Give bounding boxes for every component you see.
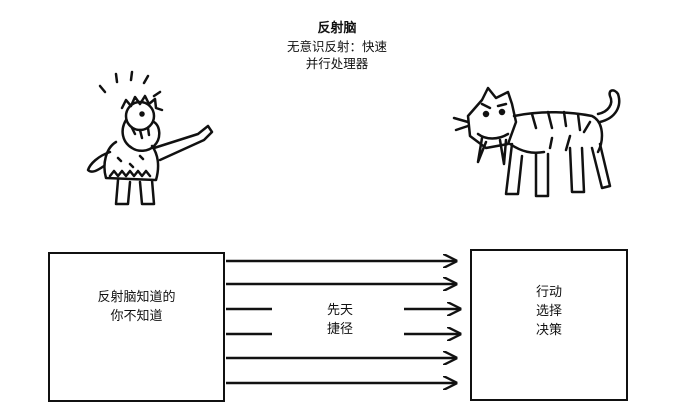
action-decision-box: 行动 选择 决策 [470, 249, 628, 401]
reflex-knowledge-box: 反射脑知道的 你不知道 [48, 252, 225, 402]
left-box-line-1: 反射脑知道的 [97, 288, 175, 307]
right-box-line-1: 行动 [536, 283, 562, 302]
mid-label-line-1: 先天 [300, 301, 380, 320]
innate-shortcut-label: 先天 捷径 [300, 301, 380, 339]
left-box-line-2: 你不知道 [97, 307, 175, 326]
right-box-line-2: 选择 [536, 302, 562, 321]
right-box-line-3: 决策 [536, 321, 562, 340]
mid-label-line-2: 捷径 [300, 320, 380, 339]
